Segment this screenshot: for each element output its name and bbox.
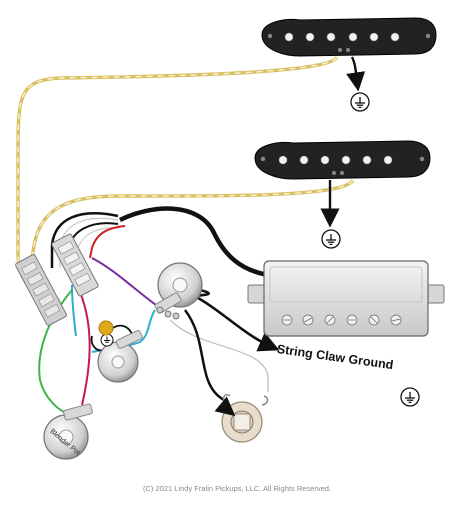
ground-symbol-tone [100,333,114,347]
red-wire [89,225,126,259]
claw-ground-arrow [197,296,280,352]
ground-symbol-neck [350,92,370,112]
jack-ground-wire [183,309,225,402]
neck-pickup [261,17,437,57]
humbucker-screws [281,314,402,326]
middle-pole-pieces [278,155,393,165]
ground-symbol-claw [400,387,420,407]
tone-pot [97,330,143,383]
humbucker-black-lead [118,206,269,278]
pink-wire [79,291,91,406]
five-way-switch [15,233,99,326]
output-jack [214,394,269,443]
wires [16,55,366,413]
blue-wire-1 [71,284,77,337]
neck-pole-pieces [284,32,400,42]
middle-pickup [254,140,431,180]
copyright-notice: (C) 2021 Lindy Fralin Pickups, LLC. All … [143,484,331,493]
bridge-humbucker [247,260,445,337]
blender-pot [43,403,93,460]
volume-pot [154,262,203,320]
purple-wire [91,257,161,309]
neck-ground-arrow [346,56,366,92]
tone-capacitor [98,320,114,336]
ground-symbol-middle [321,229,341,249]
